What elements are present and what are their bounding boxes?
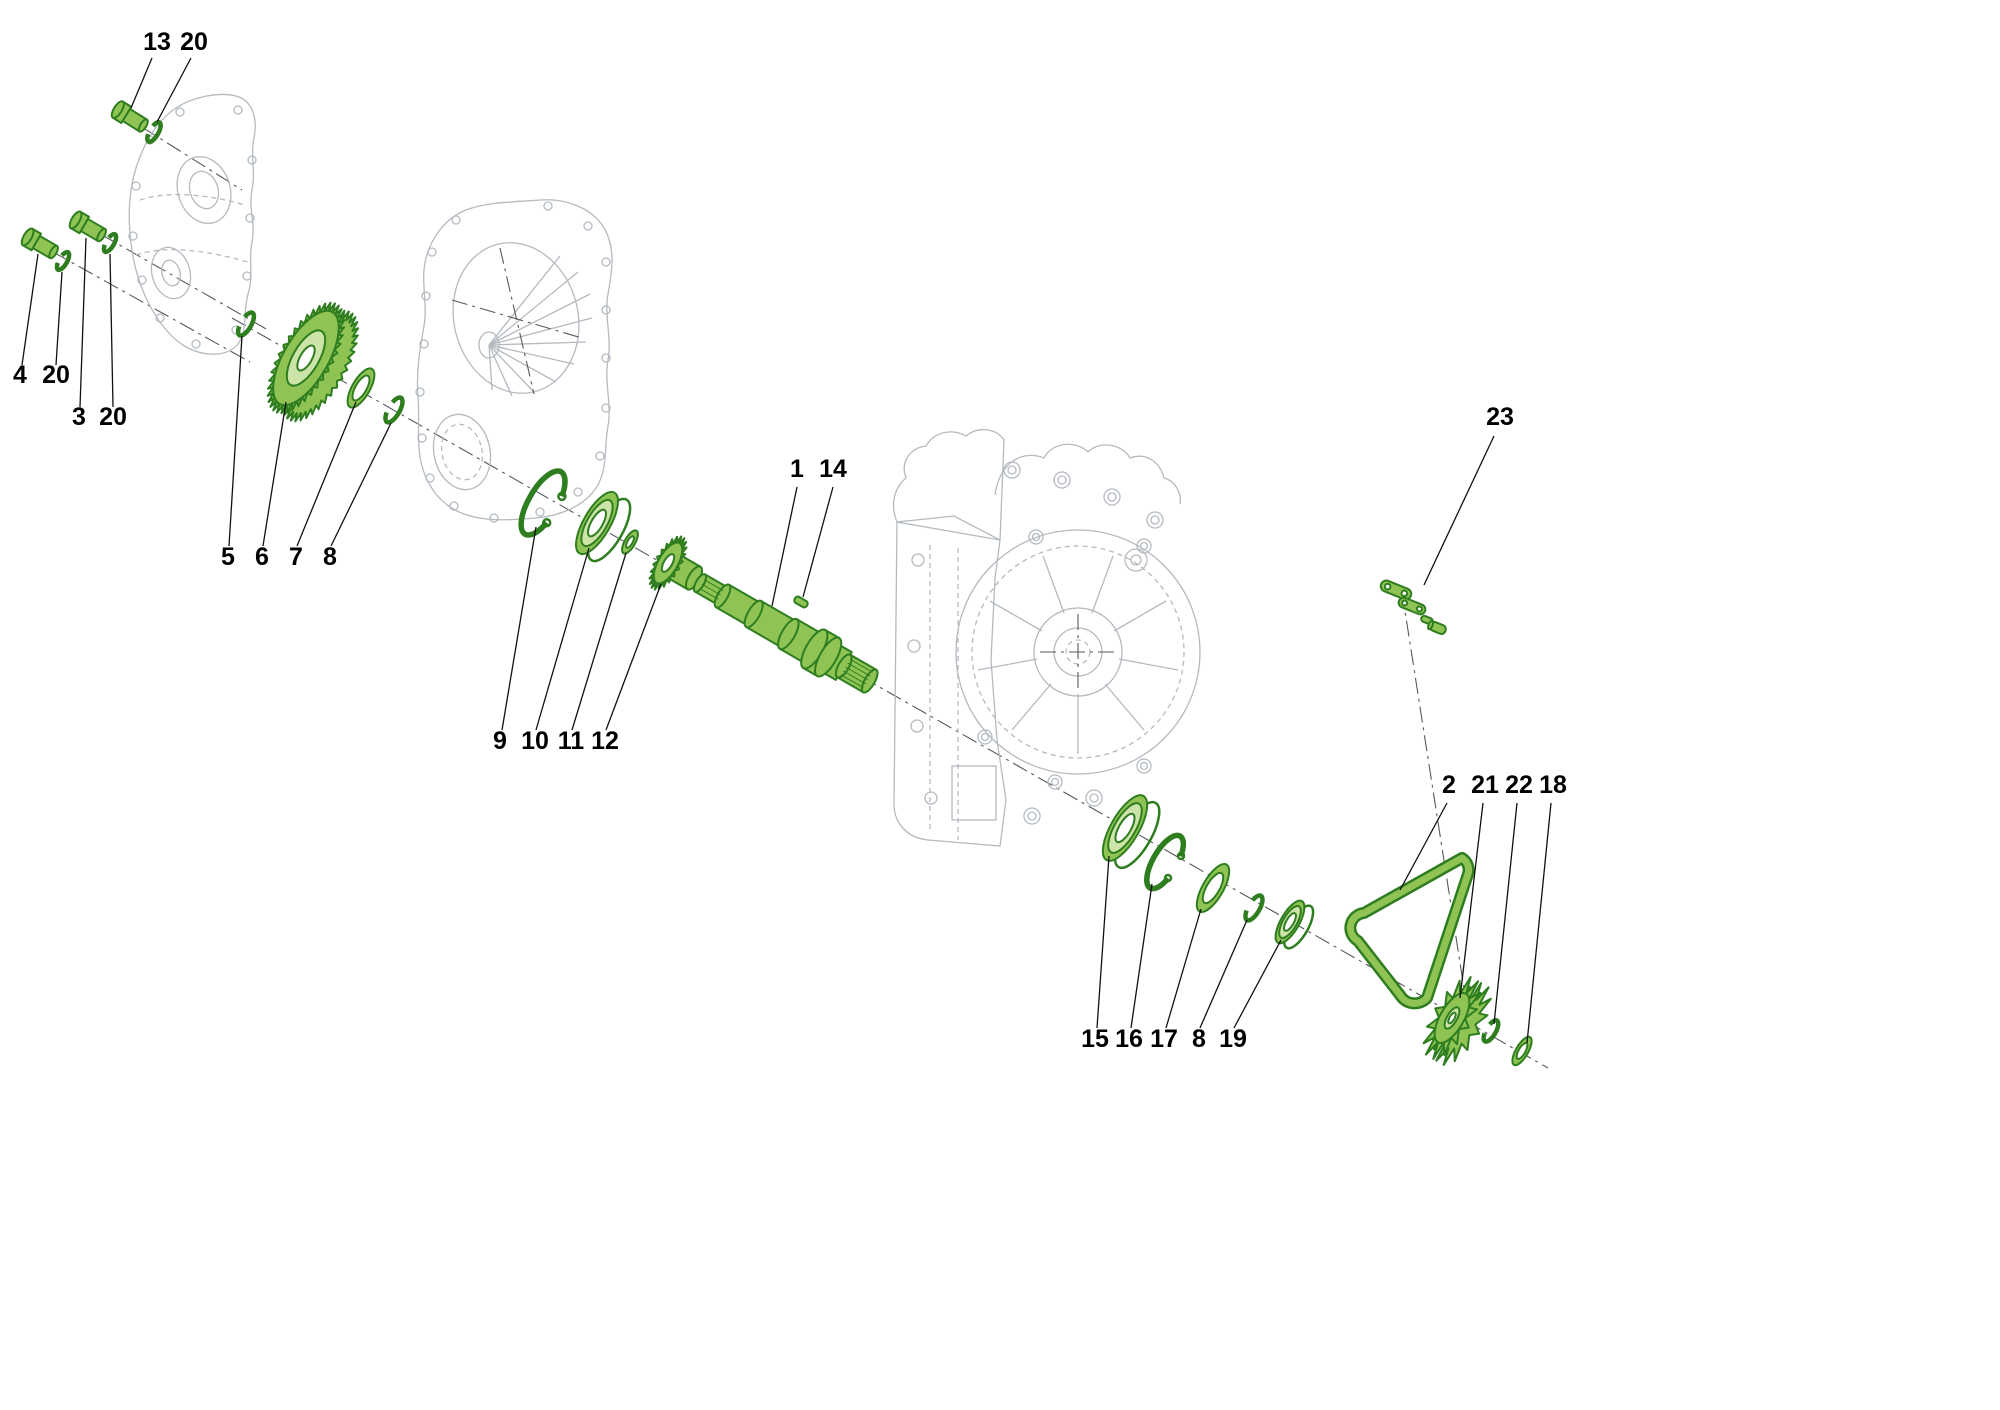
callout-20b: 20 [42, 361, 70, 389]
part-bearing-10 [575, 490, 632, 563]
callout-8b: 8 [1192, 1025, 1206, 1053]
callout-5: 5 [221, 543, 235, 571]
callout-6: 6 [255, 543, 269, 571]
part-washer-11 [621, 529, 639, 555]
part-bolt-13 [110, 100, 149, 133]
part-bearing-15 [1101, 794, 1161, 870]
part-snap-ring-5 [235, 310, 257, 338]
cover-plate-small [128, 93, 257, 355]
callout-22: 22 [1505, 771, 1533, 799]
part-washer-18 [1511, 1035, 1533, 1067]
cover-plate-large [415, 199, 613, 523]
part-gear-12 [648, 535, 704, 591]
part-lock-washer-20a [145, 120, 163, 144]
part-sprocket-21 [1422, 976, 1492, 1066]
callout-17: 17 [1150, 1025, 1178, 1053]
callout-labels: 13 20 4 20 3 20 5 6 7 8 9 10 11 12 1 14 … [13, 28, 1567, 1053]
part-snap-ring-8b [1243, 893, 1265, 923]
callout-16: 16 [1115, 1025, 1143, 1053]
callout-23: 23 [1486, 403, 1514, 431]
housing-spokes [977, 555, 1179, 754]
callout-14: 14 [819, 455, 847, 483]
part-bolt-3 [68, 210, 107, 243]
callout-21: 21 [1471, 771, 1499, 799]
part-seal-17 [1195, 863, 1231, 913]
callout-18: 18 [1539, 771, 1567, 799]
leader-lines [21, 57, 1552, 1044]
part-lock-washer-20b [54, 249, 72, 273]
part-circlip-9 [518, 468, 568, 538]
part-bearing-19 [1274, 899, 1315, 950]
part-seal-ring-7 [346, 367, 376, 409]
callout-20c: 20 [99, 403, 127, 431]
callout-10: 10 [521, 727, 549, 755]
cover-fan-fins [488, 255, 593, 397]
centerlines [27, 111, 1549, 1069]
callout-8: 8 [323, 543, 337, 571]
callout-11: 11 [558, 727, 585, 755]
callout-2: 2 [1442, 771, 1456, 799]
part-lock-washer-20c [101, 231, 119, 255]
part-circlip-16 [1144, 832, 1186, 892]
part-gear-6 [266, 301, 360, 423]
part-snap-ring-8 [383, 395, 405, 425]
part-chain-2 [1344, 852, 1475, 1010]
callout-1: 1 [790, 455, 804, 483]
callout-15: 15 [1081, 1025, 1109, 1053]
callout-13: 13 [143, 28, 171, 56]
part-chain-links-23 [1379, 579, 1447, 635]
callout-3: 3 [72, 403, 86, 431]
part-shaft-1 [692, 573, 879, 694]
callout-4: 4 [13, 361, 27, 389]
callout-20a: 20 [180, 28, 208, 56]
part-bolt-4 [20, 227, 59, 260]
part-key-14 [793, 595, 809, 609]
callout-19: 19 [1219, 1025, 1247, 1053]
gearbox-housing [892, 429, 1201, 847]
callout-7: 7 [289, 543, 303, 571]
callout-12: 12 [591, 727, 619, 755]
callout-9: 9 [493, 727, 507, 755]
